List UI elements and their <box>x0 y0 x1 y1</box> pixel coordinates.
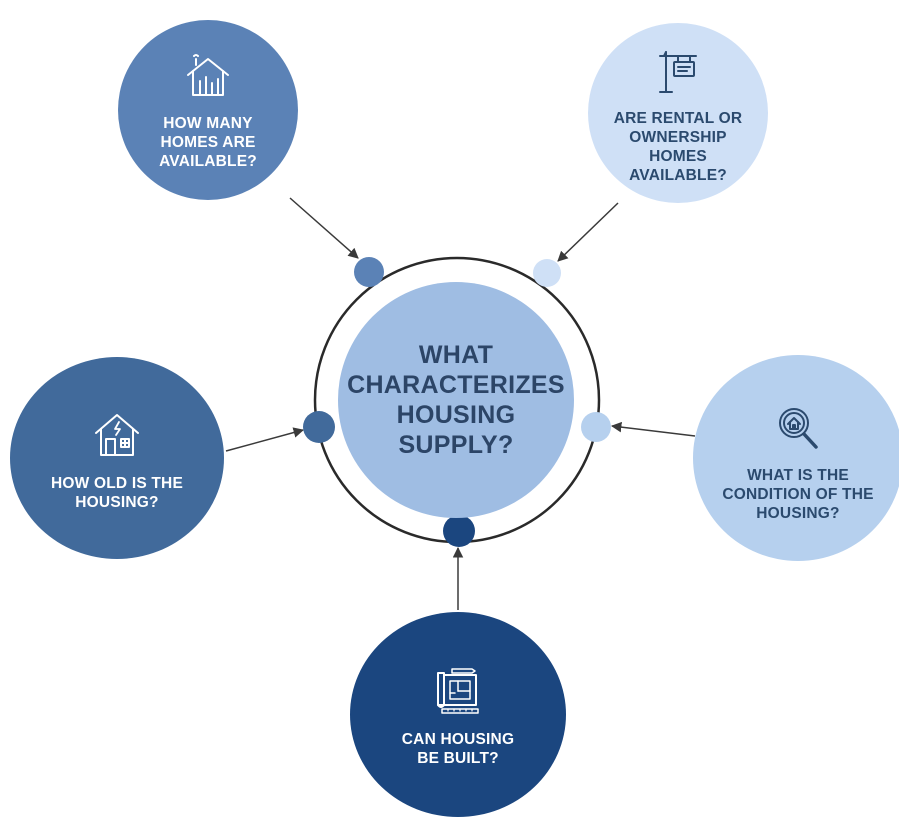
node-homes-available-label: HOW MANY HOMES ARE AVAILABLE? <box>159 115 257 170</box>
arrow-homes-available <box>289 197 359 259</box>
magnifier-house-icon <box>774 403 822 456</box>
arrow-rental-ownership <box>557 202 619 262</box>
arrow-housing-age <box>225 427 305 452</box>
node-can-be-built: CAN HOUSING BE BUILT? <box>350 612 566 817</box>
arrow-housing-condition <box>610 421 696 437</box>
house-lightning-icon <box>92 411 142 464</box>
connector-dot-housing-age <box>303 411 335 443</box>
node-rental-ownership-label: ARE RENTAL OR OWNERSHIP HOMES AVAILABLE? <box>613 109 743 184</box>
node-housing-condition-label: WHAT IS THE CONDITION OF THE HOUSING? <box>722 467 874 522</box>
node-housing-age: HOW OLD IS THE HOUSING? <box>10 357 224 559</box>
connector-dot-rental-ownership <box>533 259 561 287</box>
node-rental-ownership: ARE RENTAL OR OWNERSHIP HOMES AVAILABLE? <box>588 23 768 203</box>
connector-dot-homes-available <box>354 257 384 287</box>
signpost-icon <box>654 48 702 99</box>
house-chart-icon <box>184 53 232 104</box>
node-homes-available: HOW MANY HOMES ARE AVAILABLE? <box>118 20 298 200</box>
node-housing-age-label: HOW OLD IS THE HOUSING? <box>51 474 183 511</box>
node-can-be-built-label: CAN HOUSING BE BUILT? <box>401 731 515 767</box>
central-question: WHAT CHARACTERIZES HOUSING SUPPLY? <box>338 282 574 518</box>
central-question-text: WHAT CHARACTERIZES HOUSING SUPPLY? <box>347 341 565 459</box>
connector-dot-housing-condition <box>581 412 611 442</box>
connector-dot-can-be-built <box>443 515 475 547</box>
node-housing-condition: WHAT IS THE CONDITION OF THE HOUSING? <box>693 355 899 561</box>
blueprint-icon <box>432 665 484 720</box>
